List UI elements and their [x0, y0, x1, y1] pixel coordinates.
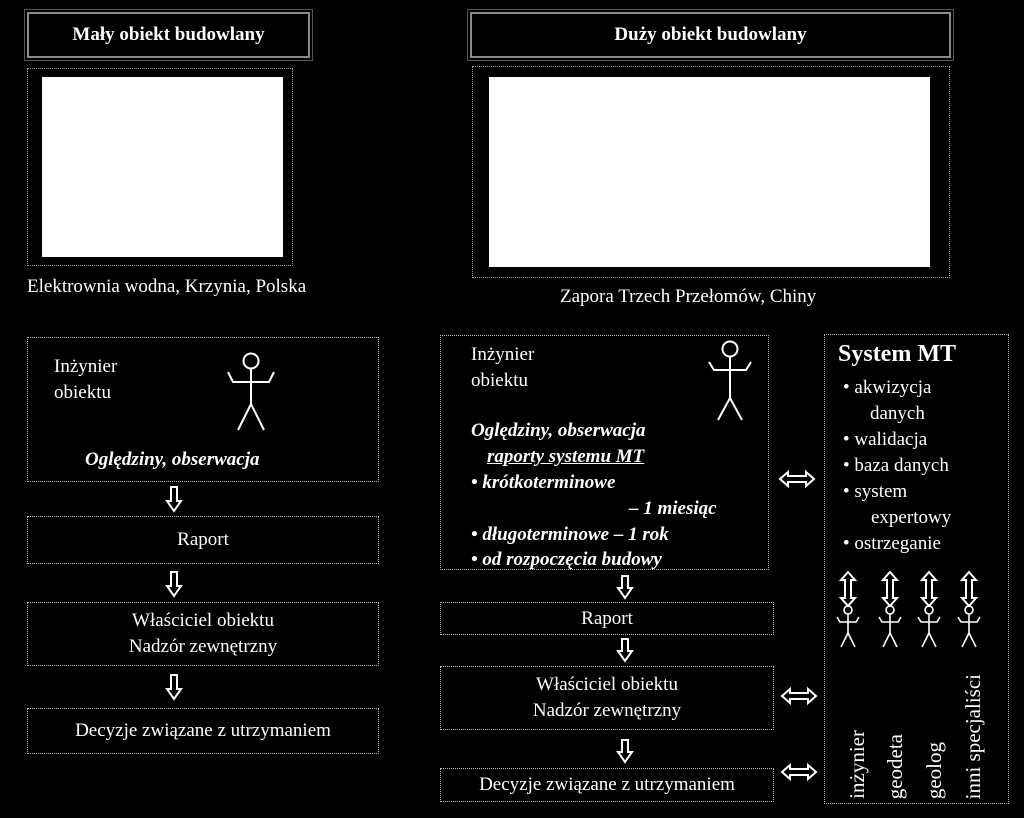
right-title: Duży obiekt budowlany: [614, 24, 807, 45]
right-report-item-2: • długoterminowe – 1 rok: [471, 524, 669, 545]
system-feature-1: • akwizycja: [843, 377, 932, 398]
right-report-label: Raport: [581, 607, 633, 629]
specialist-3-stick-figure-icon: [917, 605, 941, 648]
left-decisions-label: Decyzje związane z utrzymaniem: [75, 720, 331, 741]
right-caption: Zapora Trzech Przełomów, Chiny: [560, 286, 817, 307]
left-owner-box: Właściciel obiektu Nadzór zewnętrzny: [27, 602, 379, 666]
right-engineer-box: Inżynier obiektu Oględziny, obserwacja r…: [440, 335, 769, 570]
right-arrow-down-1-icon: [616, 575, 634, 600]
specialist-3-arrow-icon: [919, 570, 939, 608]
system-mt-box: System MT • akwizycja danych • walidacja…: [824, 334, 1009, 804]
left-engineer-label: Inżynier obiektu: [54, 354, 117, 406]
double-arrow-owner-system-icon: [780, 686, 818, 706]
right-owner-box: Właściciel obiektu Nadzór zewnętrzny: [440, 666, 774, 730]
right-arrow-down-2-icon: [616, 638, 634, 663]
left-report-box: Raport: [27, 516, 379, 564]
left-engineer-activity: Oględziny, obserwacja: [85, 449, 260, 470]
right-decisions-label: Decyzje związane z utrzymaniem: [479, 774, 735, 795]
specialist-4-arrow-icon: [959, 570, 979, 608]
system-feature-3: • baza danych: [843, 455, 949, 476]
specialist-role-geologist: geolog: [922, 741, 946, 799]
left-title: Mały obiekt budowlany: [72, 24, 265, 45]
specialist-role-surveyor: geodeta: [883, 733, 907, 799]
system-feature-5: • ostrzeganie: [843, 533, 941, 554]
specialist-1-stick-figure-icon: [836, 605, 860, 648]
double-arrow-decisions-system-icon: [780, 762, 818, 782]
specialist-4-stick-figure-icon: [957, 605, 981, 648]
right-decisions-box: Decyzje związane z utrzymaniem: [440, 768, 774, 802]
left-arrow-down-2-icon: [165, 571, 183, 598]
specialist-role-engineer: inżynier: [845, 730, 869, 799]
right-photo: [489, 77, 930, 267]
system-mt-title: System MT: [838, 341, 956, 367]
left-photo: [42, 77, 283, 257]
specialist-role-other: inni specjaliści: [961, 673, 985, 799]
left-engineer-box: Inżynier obiektu Oględziny, obserwacja: [27, 337, 379, 482]
specialist-1-arrow-icon: [838, 570, 858, 608]
left-decisions-box: Decyzje związane z utrzymaniem: [27, 708, 379, 754]
right-report-box: Raport: [440, 602, 774, 635]
right-arrow-down-3-icon: [616, 739, 634, 764]
specialist-2-stick-figure-icon: [878, 605, 902, 648]
left-caption: Elektrownia wodna, Krzynia, Polska: [27, 276, 307, 297]
right-reports-heading: raporty systemu MT: [487, 446, 645, 467]
right-engineer-stick-figure-icon: [708, 340, 752, 421]
left-photo-frame: [27, 68, 293, 266]
double-arrow-engineer-system-icon: [778, 469, 816, 489]
system-feature-2: • walidacja: [843, 429, 928, 450]
left-owner-line1: Właściciel obiektu: [132, 610, 274, 631]
right-report-item-1: • krótkoterminowe: [471, 472, 616, 493]
left-arrow-down-1-icon: [165, 486, 183, 513]
right-engineer-activity: Oględziny, obserwacja: [471, 420, 646, 441]
system-feature-1-cont: danych: [870, 403, 925, 424]
left-arrow-down-3-icon: [165, 674, 183, 701]
right-owner-line2: Nadzór zewnętrzny: [532, 700, 682, 721]
left-engineer-label-line1: Inżynier: [54, 356, 118, 377]
right-report-item-1-period: – 1 miesiąc: [629, 498, 717, 519]
right-title-box: Duży obiekt budowlany: [467, 9, 954, 61]
right-engineer-label: Inżynier obiektu: [471, 342, 534, 394]
system-feature-4-cont: expertowy: [871, 507, 952, 528]
specialist-2-arrow-icon: [880, 570, 900, 608]
left-engineer-stick-figure-icon: [227, 352, 275, 431]
left-title-box: Mały obiekt budowlany: [24, 9, 313, 61]
left-report-label: Raport: [177, 529, 229, 550]
right-report-item-3: • od rozpoczęcia budowy: [471, 549, 662, 570]
right-photo-frame: [472, 66, 950, 278]
right-owner-line1: Właściciel obiektu: [536, 674, 678, 695]
system-feature-4: • system: [843, 481, 908, 502]
left-owner-line2: Nadzór zewnętrzny: [128, 636, 278, 657]
right-engineer-label-line2: obiektu: [471, 370, 528, 391]
right-engineer-label-line1: Inżynier: [471, 344, 535, 365]
left-engineer-label-line2: obiektu: [54, 382, 111, 403]
